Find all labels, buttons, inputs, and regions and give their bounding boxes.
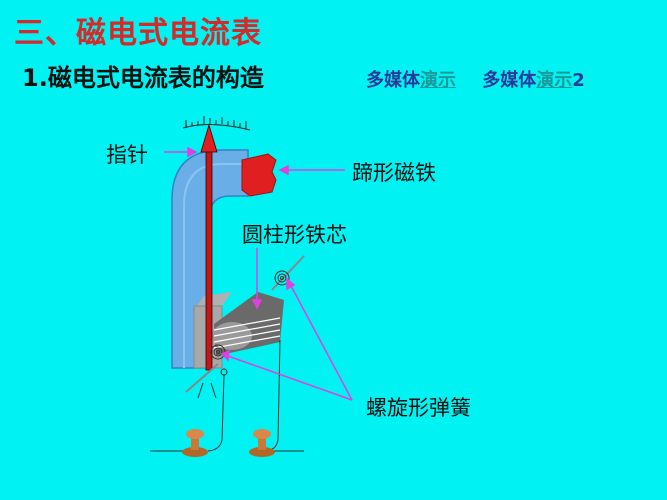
demo-link-2[interactable]: 演示	[536, 70, 573, 91]
pointer-needle	[200, 123, 218, 371]
label-spiral-spring: 螺旋形弹簧	[366, 396, 471, 420]
label-pointer: 指针	[106, 143, 148, 167]
terminal-right	[249, 429, 275, 457]
label-horseshoe-magnet: 蹄形磁铁	[352, 161, 436, 185]
multimedia-link-2[interactable]: 多媒体演示2	[482, 70, 585, 91]
section-subtitle: 1.磁电式电流表的构造	[22, 64, 264, 92]
coil-core	[212, 292, 284, 356]
page-title: 三、磁电式电流表	[14, 16, 262, 51]
demo-link-1[interactable]: 演示	[420, 70, 456, 91]
multimedia-link-1[interactable]: 多媒体演示	[366, 70, 456, 91]
label-cylindrical-core: 圆柱形铁芯	[242, 223, 347, 247]
scale-dial	[182, 116, 251, 131]
spiral-springs	[185, 255, 305, 399]
multimedia-links: 多媒体演示 多媒体演示2	[366, 66, 585, 92]
terminal-left	[182, 429, 208, 457]
label-arrows	[164, 146, 353, 401]
